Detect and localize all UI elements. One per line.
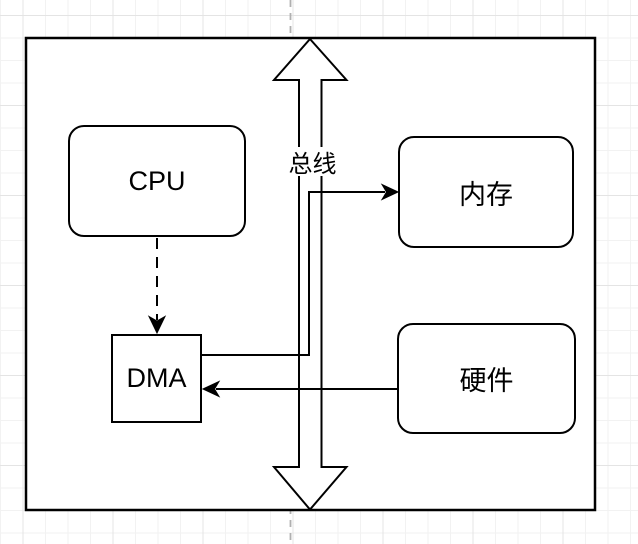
bus-arrow[interactable] bbox=[271, 37, 349, 512]
edge-dma-memory[interactable] bbox=[202, 191, 385, 356]
cpu-node[interactable]: CPU bbox=[68, 125, 246, 237]
hardware-node[interactable]: 硬件 bbox=[397, 323, 576, 434]
bus-label[interactable]: 总线 bbox=[284, 147, 341, 178]
bus-label-text: 总线 bbox=[288, 151, 337, 178]
hardware-label: 硬件 bbox=[459, 366, 514, 396]
cpu-label: CPU bbox=[128, 165, 186, 196]
dma-node[interactable]: DMA bbox=[111, 334, 202, 423]
arrowhead-cpu-dma bbox=[147, 315, 167, 335]
dma-label: DMA bbox=[126, 363, 187, 393]
memory-label: 内存 bbox=[459, 179, 513, 210]
memory-node[interactable]: 内存 bbox=[398, 136, 574, 248]
arrowhead-hardware-dma bbox=[201, 380, 221, 398]
arrowhead-dma-memory bbox=[380, 183, 400, 201]
